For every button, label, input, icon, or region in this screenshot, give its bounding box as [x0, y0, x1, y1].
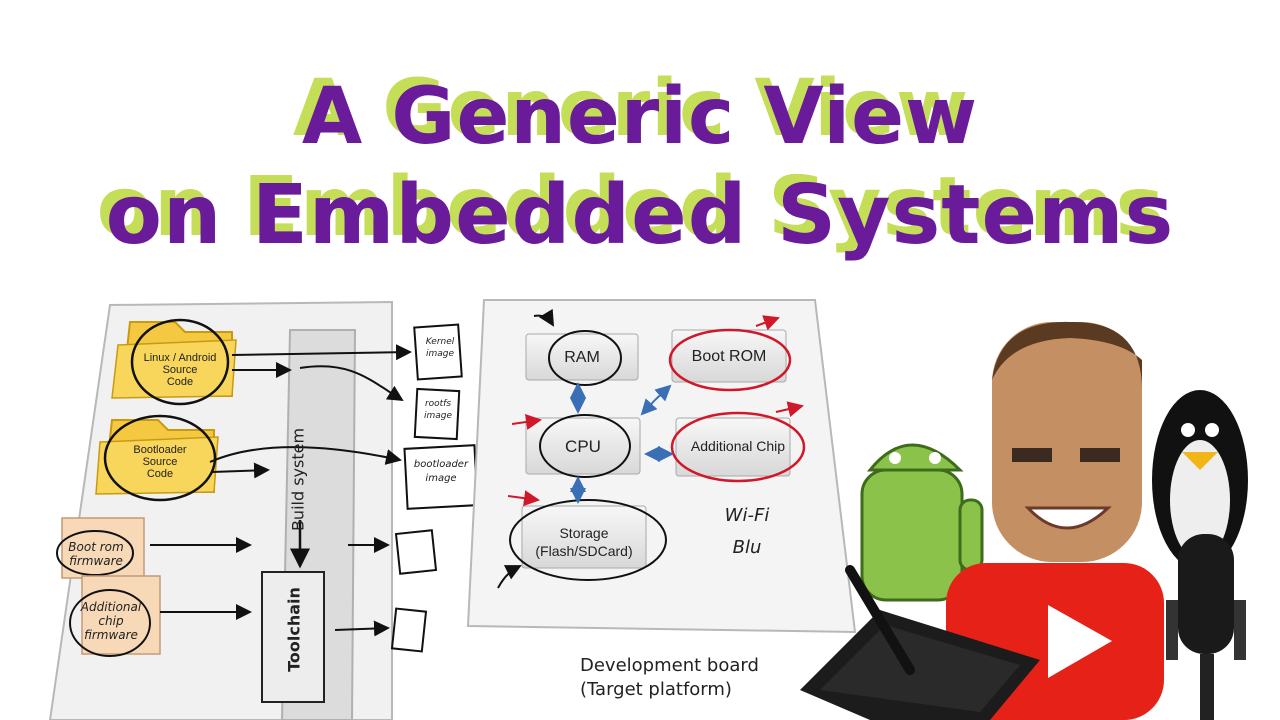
- kernel-image-doc: [413, 323, 463, 381]
- chip-firmware-line-3: firmware: [84, 628, 138, 642]
- bluetooth-note: Blu: [732, 537, 762, 558]
- board-caption: Development board (Target platform): [580, 654, 790, 702]
- title-line-2-text: on Embedded Systems: [105, 168, 1175, 263]
- boot-rom-label: Boot ROM: [691, 348, 767, 365]
- bootloader-source-line-3: Code: [146, 468, 174, 480]
- rootfs-image-line-1: rootfs: [424, 399, 452, 409]
- storage-box: [521, 505, 647, 569]
- storage-label: Storage (Flash/SDCard): [518, 524, 650, 560]
- output-doc-4: [394, 529, 438, 575]
- kernel-image-label: Kernel image: [420, 336, 460, 360]
- android-mascot-icon: [860, 443, 984, 602]
- title-line-2-shadow: on Embedded Systems: [96, 160, 1166, 255]
- toolchain-label: Toolchain: [284, 587, 304, 672]
- kernel-image-line-1: Kernel: [425, 337, 455, 347]
- cpu-box: [525, 417, 641, 475]
- bootloader-image-line-2: image: [425, 473, 457, 484]
- linux-source-line-1: Linux / Android: [143, 352, 217, 364]
- chip-firmware-label: Additional chip firmware: [74, 600, 148, 642]
- ram-label: RAM: [564, 349, 600, 366]
- bootloader-source-label: Bootloader Source Code: [110, 444, 210, 480]
- wireless-notes: Wi-Fi Blu: [712, 500, 782, 564]
- board-caption-line-1: Development board: [580, 655, 759, 676]
- bootloader-image-line-1: bootloader: [413, 459, 469, 470]
- bootrom-firmware-line-1: Boot rom: [68, 540, 124, 554]
- chip-firmware-line-2: chip: [98, 614, 124, 628]
- bootrom-firmware-label: Boot rom firmware: [60, 540, 132, 568]
- kernel-image-line-2: image: [425, 349, 455, 359]
- build-system-label: Build system: [288, 427, 308, 532]
- chip-firmware-box: [81, 575, 161, 655]
- output-doc-5: [390, 607, 428, 653]
- title-line-1-text: A Generic View: [301, 72, 979, 162]
- linux-source-line-2: Source: [162, 364, 198, 376]
- additional-chip-label: Additional Chip: [690, 438, 786, 454]
- bootloader-source-line-1: Bootloader: [133, 444, 187, 456]
- title-line-1-shadow: A Generic View: [292, 64, 970, 154]
- linux-folder-icon: [111, 318, 237, 406]
- additional-chip-box: [675, 417, 791, 477]
- storage-line-1: Storage: [559, 525, 609, 541]
- bootloader-folder-icon: [95, 414, 219, 502]
- bootrom-firmware-line-2: firmware: [69, 554, 123, 568]
- wifi-note: Wi-Fi: [724, 505, 770, 526]
- tux-penguin-icon: [1152, 390, 1248, 570]
- title-line-2: on Embedded Systems on Embedded Systems: [0, 160, 1280, 263]
- rootfs-image-label: rootfs image: [418, 398, 458, 422]
- rootfs-image-line-2: image: [423, 411, 453, 421]
- chip-firmware-line-1: Additional: [80, 600, 142, 614]
- rootfs-image-doc: [413, 387, 461, 441]
- linux-source-line-3: Code: [166, 376, 194, 388]
- board-caption-line-2: (Target platform): [580, 679, 732, 700]
- bootloader-image-label: bootloader image: [408, 458, 474, 486]
- cpu-label: CPU: [565, 437, 601, 456]
- avatar-face-icon: [992, 321, 1142, 562]
- microphone-icon: [1166, 534, 1246, 720]
- storage-line-2: (Flash/SDCard): [535, 543, 633, 559]
- bootrom-firmware-box: [61, 517, 145, 579]
- title-line-1: A Generic View A Generic View: [0, 64, 1280, 162]
- linux-source-label: Linux / Android Source Code: [130, 352, 230, 388]
- toolchain-box: [261, 571, 325, 703]
- drawing-tablet-icon: [800, 565, 1040, 720]
- bootloader-source-line-2: Source: [142, 456, 178, 468]
